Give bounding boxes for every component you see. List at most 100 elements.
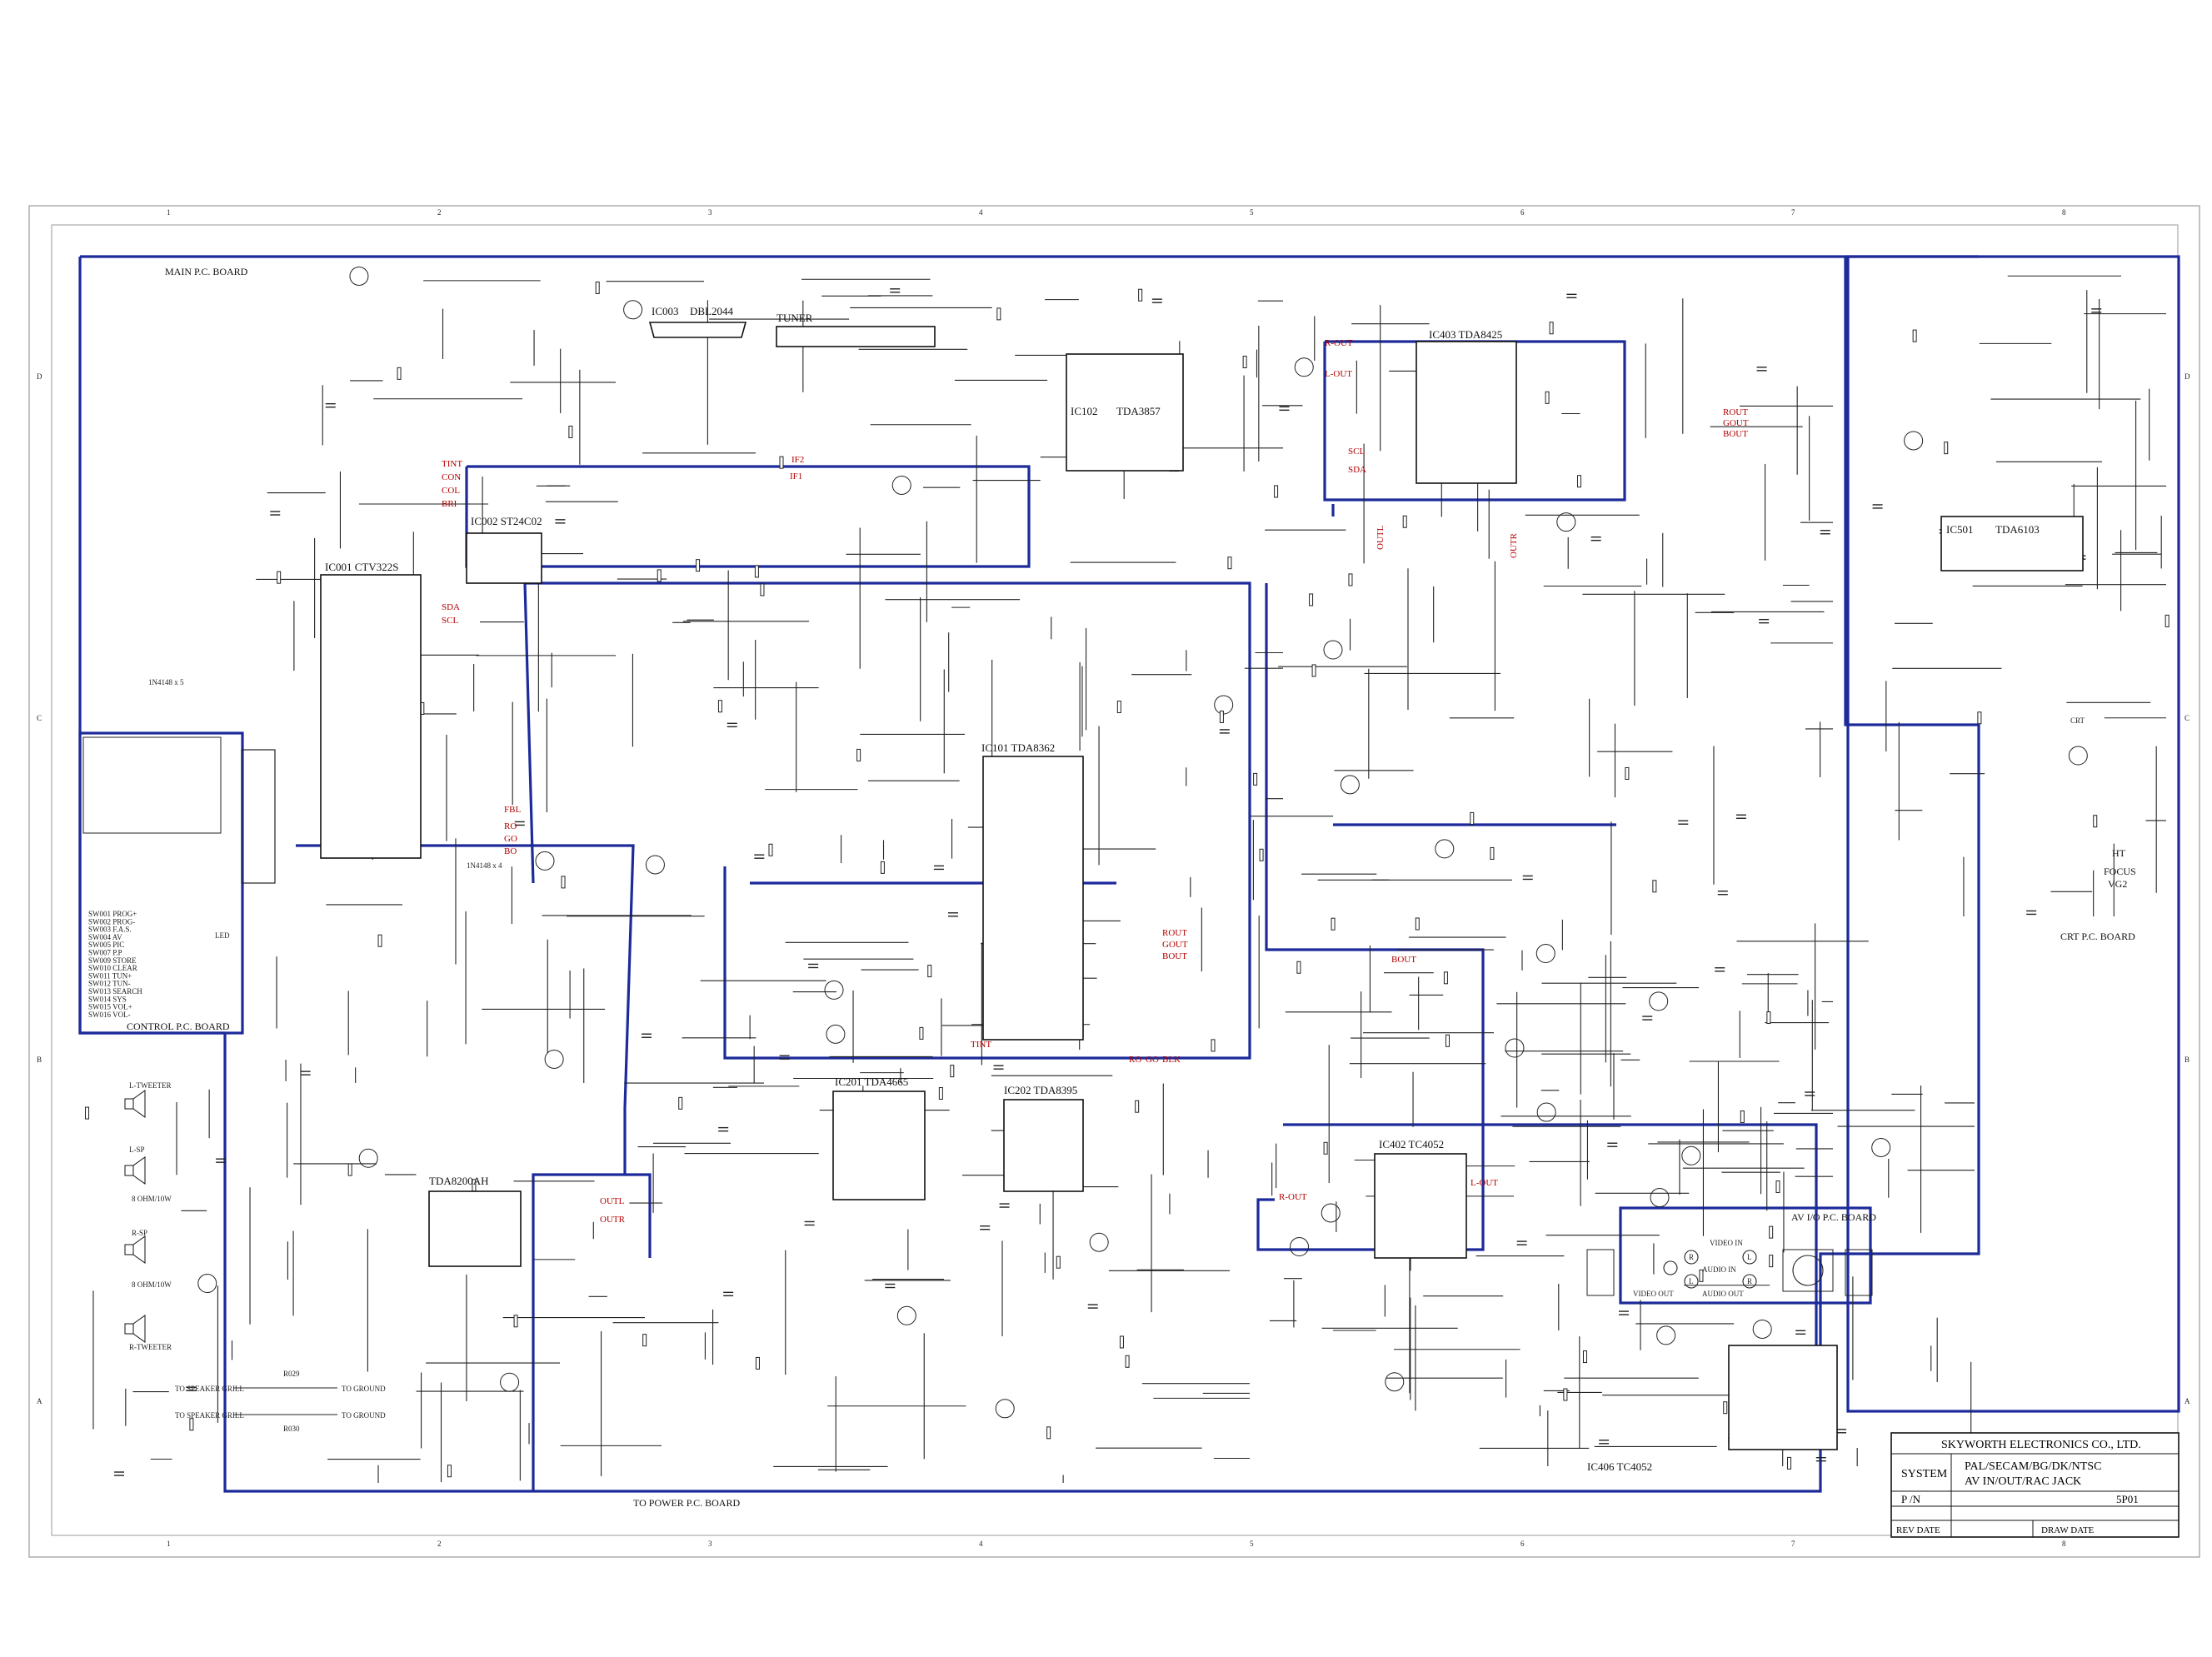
resistor xyxy=(1545,391,1550,404)
resistor xyxy=(1259,848,1264,861)
ground-note-2-part: R030 xyxy=(283,1425,300,1433)
frame-letter: C xyxy=(37,714,42,722)
switch-list: SW001 PROG+SW002 PROG-SW003 F.A.S.SW004 … xyxy=(88,910,142,1019)
speaker-icon xyxy=(124,1165,134,1176)
frame-number: 3 xyxy=(708,208,712,217)
transistor xyxy=(645,855,665,875)
fbl-label: FBL xyxy=(504,805,521,815)
ground-notes: TO SPEAKER GRILL R029 TO GROUND TO SPEAK… xyxy=(175,1370,386,1433)
transistor xyxy=(1323,640,1343,660)
resistor xyxy=(1138,288,1143,302)
frame-number: 1 xyxy=(167,208,171,217)
resistor xyxy=(880,861,885,874)
outl-label: OUTL xyxy=(600,1196,625,1206)
ground-note-1-right: TO GROUND xyxy=(342,1385,386,1393)
frame-letter: D xyxy=(2185,372,2190,381)
r-tweeter-label: R-TWEETER xyxy=(129,1343,172,1351)
ic003: IC003 DBL2044 xyxy=(648,305,747,338)
ro-label-2: RO xyxy=(1129,1055,1141,1065)
transistor xyxy=(1089,1232,1109,1252)
switch-item: SW002 PROG- xyxy=(88,917,135,926)
jack-l-1: L xyxy=(1689,1277,1694,1285)
ground-note-2-left: TO SPEAKER GRILL xyxy=(175,1411,244,1420)
resistor xyxy=(1775,1180,1780,1194)
l-sp-label: L-SP xyxy=(129,1145,145,1154)
resistor xyxy=(1311,664,1316,677)
transistor xyxy=(1556,512,1576,532)
bri-label: BRI xyxy=(442,499,457,509)
control-board-label: CONTROL P.C. BOARD xyxy=(127,1021,230,1032)
resistor xyxy=(1490,846,1495,860)
resistor xyxy=(2165,614,2170,627)
frame-letter: A xyxy=(2185,1397,2190,1405)
resistor xyxy=(1309,593,1314,606)
ic402-label: IC402 TC4052 xyxy=(1379,1138,1444,1150)
resistor xyxy=(1699,1269,1704,1282)
ic402: IC402 TC4052 xyxy=(1374,1138,1467,1259)
frame-number: 6 xyxy=(1520,208,1525,217)
bout-label: BOUT xyxy=(1162,951,1187,961)
transistor xyxy=(1649,991,1669,1011)
resistor xyxy=(1242,356,1247,369)
transistor xyxy=(544,1049,564,1069)
transistor xyxy=(1321,1203,1341,1223)
resistor xyxy=(1563,1388,1568,1401)
resistor xyxy=(1912,329,1917,342)
resistor xyxy=(856,748,861,761)
resistor xyxy=(1296,961,1301,974)
signal-labels: TINT CON COL BRI SDA SCL R-OUT L-OUT SCL… xyxy=(442,338,2136,1225)
crt-board-label: CRT P.C. BOARD xyxy=(2060,931,2135,942)
switch-item: SW015 VOL+ xyxy=(88,1003,132,1011)
gout-crt-label: GOUT xyxy=(1723,418,1749,428)
outr-label-top: OUTR xyxy=(1509,532,1519,558)
resistor xyxy=(1977,711,1982,725)
tda8200ah-label: TDA8200AH xyxy=(429,1175,489,1187)
transistor xyxy=(1535,944,1555,964)
title-block: SKYWORTH ELECTRONICS CO., LTD. SYSTEM PA… xyxy=(1890,1432,2180,1538)
resistor xyxy=(642,1334,647,1347)
system-line1: PAL/SECAM/BG/DK/NTSC xyxy=(1965,1460,2101,1473)
pn-value: 5P01 xyxy=(2116,1493,2139,1505)
video-out-label: VIDEO OUT xyxy=(1633,1290,1674,1298)
resistor xyxy=(755,1356,760,1370)
transistor xyxy=(1536,1102,1556,1122)
frame-number: 4 xyxy=(979,1540,983,1548)
if2-label: IF2 xyxy=(791,455,804,465)
switch-item: SW014 SYS xyxy=(88,995,127,1003)
speaker-icon xyxy=(124,1098,134,1110)
transistor xyxy=(1656,1325,1676,1345)
blk-label: BLK xyxy=(1162,1055,1181,1065)
switch-item: SW005 PIC xyxy=(88,941,124,949)
switch-item: SW012 TUN- xyxy=(88,980,131,988)
bo-label: BO xyxy=(504,846,517,856)
ic102-part: TDA3857 xyxy=(1116,405,1161,417)
resistor xyxy=(938,1087,943,1101)
l-out-label: L-OUT xyxy=(1471,1178,1498,1188)
ic003-label: IC003 xyxy=(652,305,679,317)
resistor xyxy=(1443,971,1448,985)
switch-item: SW007 P.P xyxy=(88,949,122,957)
transistor xyxy=(358,1148,378,1168)
transistor xyxy=(1294,357,1314,377)
resistor xyxy=(1402,515,1407,528)
resistor xyxy=(1470,811,1475,825)
ground-note-2-right: TO GROUND xyxy=(342,1411,386,1420)
ro-label: RO xyxy=(504,821,517,831)
resistor xyxy=(1445,1034,1450,1047)
resistor xyxy=(377,934,382,947)
ic501-label: IC501 xyxy=(1946,523,1974,536)
resistor xyxy=(1652,880,1657,893)
resistor xyxy=(189,1418,194,1431)
resistor xyxy=(657,569,662,582)
switch-item: SW003 F.A.S. xyxy=(88,926,132,934)
audio-out-label: AUDIO OUT xyxy=(1702,1290,1744,1298)
system-label: SYSTEM xyxy=(1901,1468,1948,1480)
video-in-label: VIDEO IN xyxy=(1710,1239,1743,1247)
bout-label-2: BOUT xyxy=(1391,955,1416,965)
transistor xyxy=(1505,1038,1525,1058)
gout-label: GOUT xyxy=(1162,940,1188,950)
audio-in-label: AUDIO IN xyxy=(1702,1265,1736,1274)
transistor xyxy=(824,980,844,1000)
frame-number: 3 xyxy=(708,1540,712,1548)
